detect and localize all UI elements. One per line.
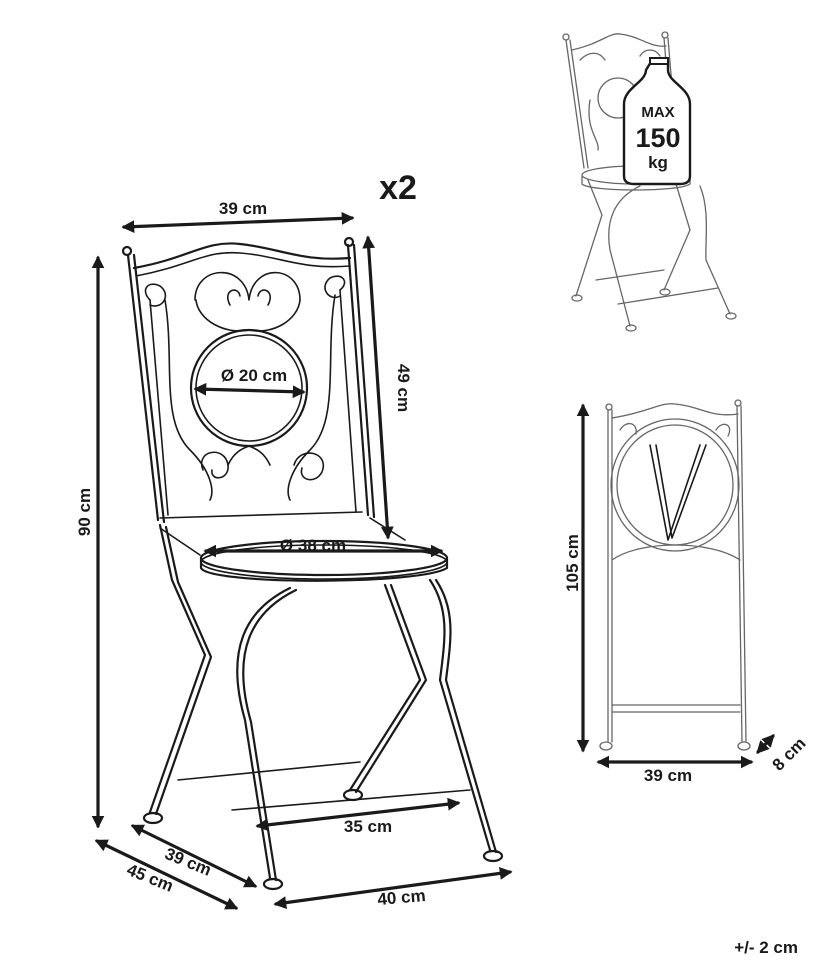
quantity-label: x2 — [379, 169, 417, 207]
inner-leg-span-label: 35 cm — [344, 817, 392, 836]
load-value-label: 150 — [635, 123, 680, 153]
front-width-label: 40 cm — [377, 886, 427, 909]
back-height-label: 49 cm — [394, 364, 413, 412]
tolerance-label: +/- 2 cm — [734, 938, 798, 957]
main-chair-drawing — [121, 236, 504, 891]
folded-height-label: 105 cm — [563, 534, 582, 592]
medallion-diameter-label: Ø 20 cm — [221, 366, 287, 385]
total-height-label: 90 cm — [75, 488, 94, 536]
folded-width-label: 39 cm — [644, 766, 692, 785]
back-width-label: 39 cm — [219, 199, 267, 218]
weight-bottle-icon — [622, 57, 692, 186]
folded-depth-label: 8 cm — [769, 734, 810, 775]
folded-dimension-lines — [576, 403, 775, 769]
folded-chair-drawing — [599, 399, 751, 751]
main-dimension-lines — [91, 212, 513, 910]
seat-diameter-label: Ø 38 cm — [280, 536, 346, 555]
load-unit-label: kg — [648, 153, 668, 172]
load-max-label: MAX — [641, 104, 674, 121]
